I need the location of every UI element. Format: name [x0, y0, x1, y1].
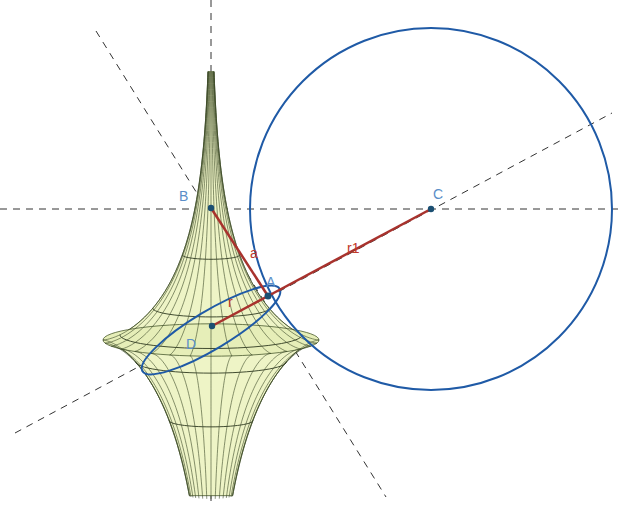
meridian-line: [211, 72, 212, 499]
parallel-line: [169, 421, 253, 427]
point-label: C: [433, 186, 443, 202]
meridian-line: [103, 72, 208, 496]
point-dot: [265, 293, 272, 300]
tangent-line: [96, 31, 386, 497]
segment-r1: [268, 209, 431, 296]
meridian-line: [121, 72, 208, 498]
point-label: D: [186, 336, 196, 352]
parallel-line: [120, 335, 302, 349]
point-label: A: [266, 274, 275, 290]
point-dot: [208, 205, 214, 211]
parallel-line: [153, 308, 269, 317]
length-label: r1: [347, 240, 359, 256]
length-label: r: [228, 294, 233, 310]
segment-r: [212, 296, 268, 326]
point-dot: [209, 323, 215, 329]
meridian-line: [135, 72, 209, 498]
length-label: a: [250, 245, 258, 261]
meridian-line: [212, 72, 232, 499]
meridian-line: [111, 72, 208, 497]
segment-a: [211, 208, 268, 296]
parallel-line: [136, 362, 287, 373]
meridian-line: [213, 72, 287, 498]
osculating-circle: [250, 28, 612, 390]
meridian-line: [151, 72, 209, 498]
meridian-line: [212, 72, 252, 499]
parallel-line: [182, 255, 239, 259]
point-label: B: [179, 188, 188, 204]
parallel-circle: [133, 273, 290, 388]
axis-line: [0, 209, 621, 210]
meridian-line: [105, 72, 208, 497]
meridian-line: [214, 72, 311, 497]
point-dot: [428, 206, 434, 212]
normal-line: [15, 113, 612, 433]
